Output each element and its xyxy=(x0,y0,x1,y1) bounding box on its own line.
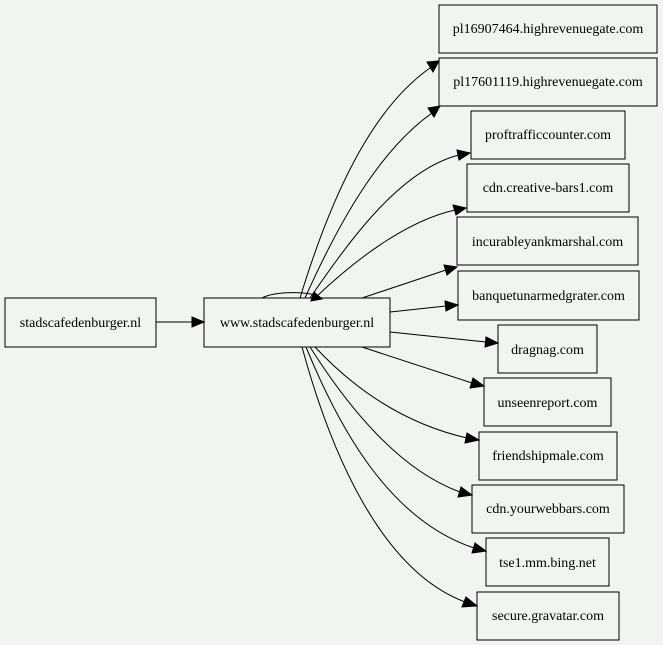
node-target-label: secure.gravatar.com xyxy=(492,609,604,624)
node-target-5: incurableyankmarshal.com xyxy=(456,216,639,266)
edge-hub-to-target-11 xyxy=(305,346,488,554)
node-target-9: friendshipmale.com xyxy=(478,431,618,481)
node-target-label: proftrafficcounter.com xyxy=(485,128,611,143)
node-target-7: dragnag.com xyxy=(497,324,598,374)
edge-hub-to-target-12 xyxy=(301,346,479,608)
node-target-label: dragnag.com xyxy=(511,343,584,358)
node-target-12: secure.gravatar.com xyxy=(476,591,620,641)
edge-hub-to-target-5 xyxy=(361,264,459,299)
edge-source-to-hub xyxy=(156,316,206,328)
node-target-2: pl17601119.highrevenuegate.com xyxy=(438,57,658,107)
node-hub: www.stadscafedenburger.nl xyxy=(203,297,391,348)
node-target-8: unseenreport.com xyxy=(483,377,612,427)
node-target-label: pl17601119.highrevenuegate.com xyxy=(453,75,643,90)
node-target-label: unseenreport.com xyxy=(498,396,598,411)
node-target-10: cdn.yourwebbars.com xyxy=(471,484,625,534)
node-source-label: stadscafedenburger.nl xyxy=(20,316,142,331)
node-target-label: friendshipmale.com xyxy=(492,449,604,464)
edge-hub-to-target-3 xyxy=(309,149,472,299)
edge-hub-to-target-7 xyxy=(389,331,500,348)
node-target-6: banquetunarmedgrater.com xyxy=(457,270,640,321)
edges xyxy=(156,60,500,608)
node-target-3: proftrafficcounter.com xyxy=(470,110,626,160)
node-target-label: tse1.mm.bing.net xyxy=(499,556,596,571)
edge-hub-to-target-6 xyxy=(389,300,460,313)
edge-hub-to-target-9 xyxy=(314,346,481,444)
node-target-1: pl16907464.highrevenuegate.com xyxy=(438,4,658,54)
node-source: stadscafedenburger.nl xyxy=(4,297,157,348)
node-target-label: banquetunarmedgrater.com xyxy=(472,289,625,304)
edge-hub-to-target-4 xyxy=(314,204,468,299)
node-target-label: incurableyankmarshal.com xyxy=(472,235,623,250)
node-target-label: pl16907464.highrevenuegate.com xyxy=(453,22,644,37)
node-target-4: cdn.creative-bars1.com xyxy=(466,163,630,213)
edge-hub-to-target-8 xyxy=(361,346,486,389)
node-target-label: cdn.creative-bars1.com xyxy=(483,181,614,196)
node-target-label: cdn.yourwebbars.com xyxy=(486,502,610,517)
node-target-11: tse1.mm.bing.net xyxy=(485,537,610,587)
edge-hub-to-target-1 xyxy=(299,60,440,299)
edge-hub-to-target-10 xyxy=(309,346,474,498)
node-hub-label: www.stadscafedenburger.nl xyxy=(220,316,374,331)
nodes: stadscafedenburger.nl www.stadscafedenbu… xyxy=(4,4,658,641)
edge-hub-to-target-2 xyxy=(304,105,441,299)
